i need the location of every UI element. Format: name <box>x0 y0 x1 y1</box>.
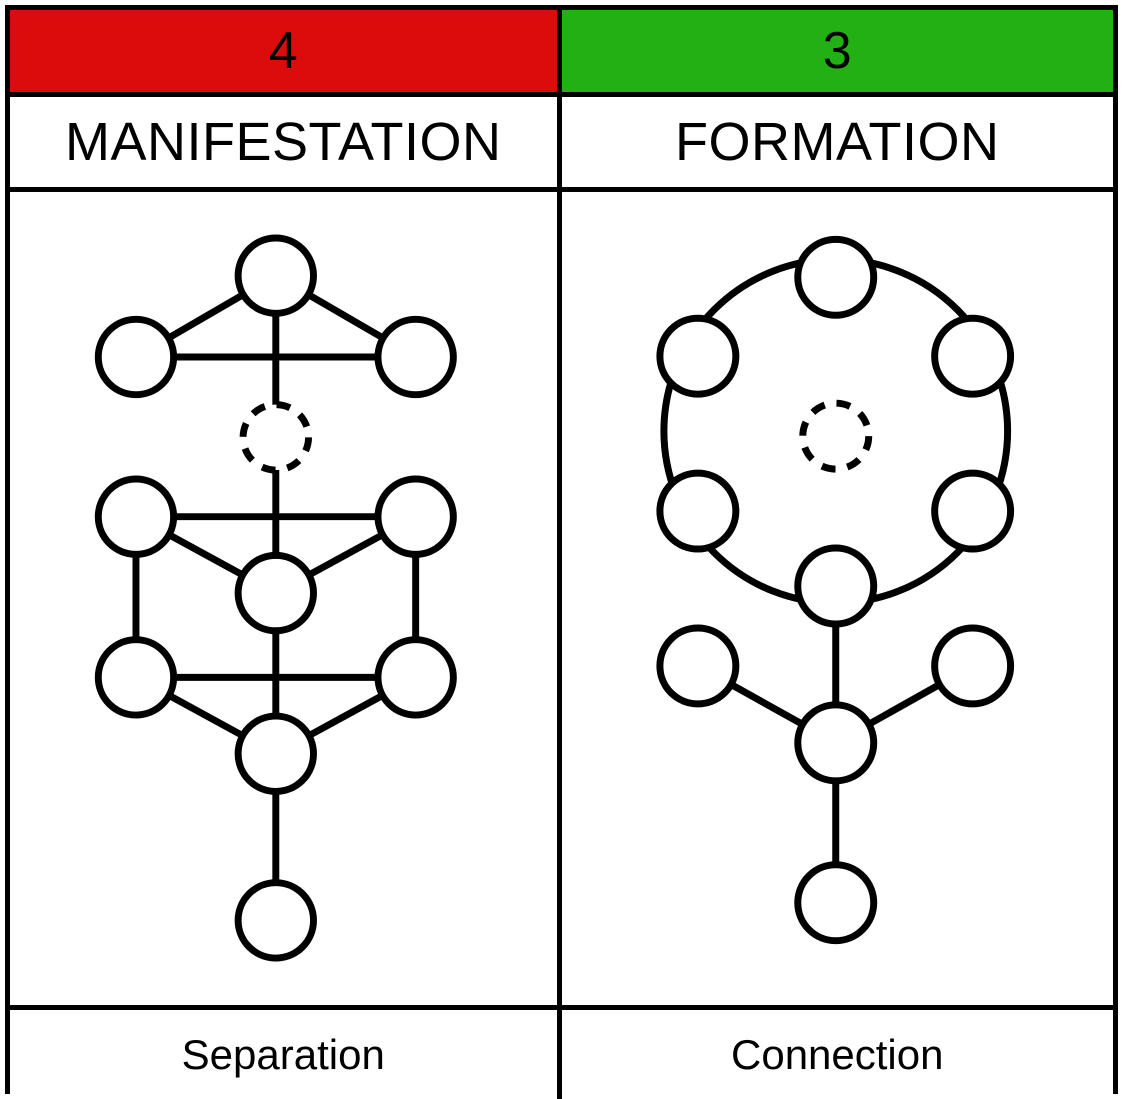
edge-n6-n7 <box>305 530 386 579</box>
node-n6 <box>374 475 457 558</box>
formation-footer-label: Connection <box>731 1030 944 1078</box>
node-n11 <box>234 878 317 962</box>
tree-of-life-diagram <box>94 234 457 962</box>
formation-number-cell: 3 <box>561 10 1113 97</box>
node-n8 <box>94 635 178 719</box>
formation-footer-cell: Connection <box>561 1010 1113 1099</box>
formation-title: FORMATION <box>675 112 1000 172</box>
manifestation-diagram-cell <box>10 192 562 1010</box>
node-n7 <box>234 551 317 634</box>
two-column-grid: 4 3 MANIFESTATION FORMATION Separation C… <box>5 5 1118 1099</box>
node-hidden-n4 <box>239 400 313 474</box>
node-n5 <box>94 475 178 558</box>
circular-formation-diagram <box>655 235 1014 944</box>
node-hidden-m4 <box>798 399 872 473</box>
node-m8 <box>655 623 739 707</box>
formation-diagram-cell <box>561 192 1113 1010</box>
node-n2 <box>94 315 178 398</box>
edge-n5-n7 <box>165 530 247 579</box>
node-n1 <box>234 234 317 317</box>
edge-m8-m10 <box>727 679 806 728</box>
node-m10 <box>793 700 877 784</box>
node-m6 <box>930 469 1014 553</box>
manifestation-title-cell: MANIFESTATION <box>10 97 562 192</box>
node-m5 <box>655 469 739 553</box>
edge-n1-n3 <box>304 290 387 342</box>
manifestation-footer-label: Separation <box>181 1030 385 1078</box>
manifestation-title: MANIFESTATION <box>65 112 502 172</box>
node-m7 <box>793 544 877 627</box>
edge-n8-n10 <box>165 690 247 740</box>
node-n10 <box>234 712 317 795</box>
node-n9 <box>374 635 457 719</box>
edge-n9-n10 <box>305 690 386 740</box>
node-m11 <box>793 860 877 944</box>
node-m1 <box>793 235 877 319</box>
manifestation-number-cell: 4 <box>10 10 562 97</box>
manifestation-number: 4 <box>268 22 298 80</box>
node-m3 <box>930 314 1014 398</box>
formation-number: 3 <box>822 22 852 80</box>
edge-m9-m10 <box>864 680 943 728</box>
tree-of-life-diagram-group <box>94 234 457 962</box>
formation-title-cell: FORMATION <box>561 97 1113 192</box>
node-m2 <box>655 314 739 398</box>
node-n3 <box>374 315 457 398</box>
circular-formation-diagram-group <box>655 235 1014 944</box>
edge-n1-n2 <box>165 290 247 342</box>
manifestation-footer-cell: Separation <box>10 1010 562 1099</box>
node-m9 <box>930 623 1014 707</box>
